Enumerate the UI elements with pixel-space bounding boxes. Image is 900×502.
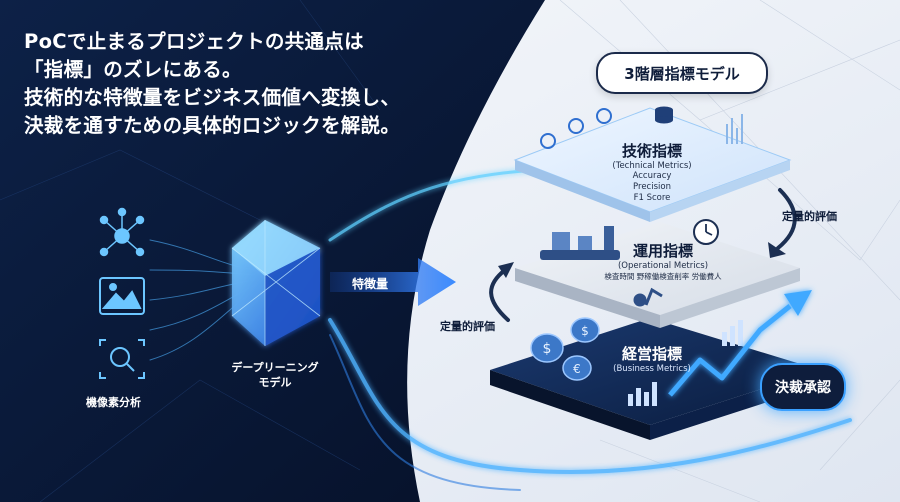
metric-precision: Precision <box>633 182 671 192</box>
technical-layer-subtitle: (Technical Metrics) <box>612 161 692 171</box>
approval-badge: 決裁承認 <box>760 363 846 411</box>
operational-layer-subtitle: (Operational Metrics) <box>617 261 709 271</box>
business-layer-subtitle: (Business Metrics) <box>613 364 691 374</box>
model-label-line-2: モデル <box>258 376 292 389</box>
clock-icon <box>693 219 719 245</box>
metric-f1-score: F1 Score <box>633 193 671 203</box>
network-icon <box>99 207 145 257</box>
headline: PoCで止まるプロジェクトの共通点は 「指標」のズレにある。 技術的な特徴量をビ… <box>24 28 494 140</box>
business-layer-text: 経営指標 (Business Metrics) <box>602 343 702 374</box>
headline-line-4: 決裁を通すための具体的ロジックを解説。 <box>24 114 401 137</box>
conveyor-icon <box>540 226 620 260</box>
arrow-head-right <box>768 242 786 258</box>
technical-layer-text: 技術指標 (Technical Metrics) Accuracy Precis… <box>602 140 702 204</box>
operational-metrics: 検査時間 野稼働検査削率 労働費人 <box>604 272 722 281</box>
technical-layer-title: 技術指標 <box>621 142 682 160</box>
operational-layer-title: 運用指標 <box>632 242 693 260</box>
model-label-line-1: デープリーニング <box>231 361 319 374</box>
feature-arrow-label: 特徴量 <box>352 277 389 291</box>
cycle-arrows <box>489 188 797 322</box>
svg-text:$: $ <box>581 324 589 338</box>
svg-text:$: $ <box>543 341 552 357</box>
headline-line-1: PoCで止まるプロジェクトの共通点は <box>24 30 364 53</box>
operational-layer-shape <box>515 222 800 328</box>
model-title-pill: 3階層指標モデル <box>596 52 768 94</box>
svg-text:€: € <box>573 362 581 376</box>
gauge-icons <box>540 108 612 149</box>
technical-layer-shape <box>513 107 792 222</box>
feature-arrow <box>330 258 456 306</box>
operational-layer-text: 運用指標 (Operational Metrics) 検査時間 野稼働検査削率 … <box>588 240 738 282</box>
robot-arm-icon <box>633 287 663 307</box>
database-icon <box>655 106 673 124</box>
coin-icon: $ $ € <box>530 317 600 381</box>
quantitative-eval-left-label: 定量的評価 <box>440 320 495 333</box>
growth-arrow <box>668 290 812 397</box>
business-layer-title: 経営指標 <box>621 345 682 363</box>
headline-line-2: 「指標」のズレにある。 <box>24 58 242 81</box>
quantitative-eval-right-label: 定量的評価 <box>782 210 837 223</box>
feature-analysis-label: 機像素分析 <box>86 396 141 409</box>
arrow-head-left <box>498 262 514 278</box>
model-label: デープリーニング モデル <box>226 360 324 390</box>
headline-line-3: 技術的な特徴量をビジネス価値へ変換し、 <box>24 86 401 109</box>
cube-model-icon <box>231 220 321 346</box>
metric-accuracy: Accuracy <box>632 171 672 181</box>
magnifier-icon <box>99 339 145 379</box>
image-icon <box>99 277 145 315</box>
bar-chart-icon <box>628 320 743 406</box>
data-bars-icon <box>726 114 743 144</box>
